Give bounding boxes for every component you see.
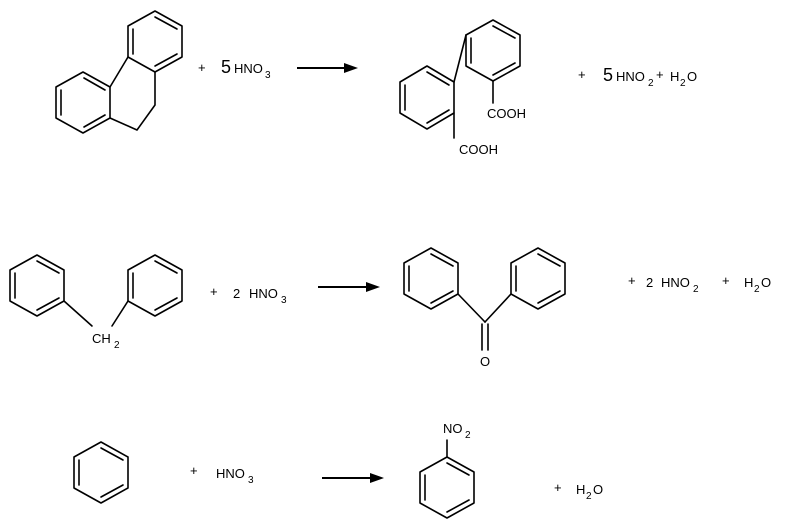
byproduct-coefficient: 5 (603, 65, 613, 85)
methylene-subscript: 2 (114, 340, 120, 351)
reagent-subscript: 3 (281, 295, 287, 306)
water-o: O (593, 482, 603, 497)
water-subscript: 2 (586, 491, 592, 502)
reagent-coefficient: 5 (221, 57, 231, 77)
dihydrophenanthrene-structure (55, 10, 183, 134)
plus-sign: + (656, 67, 664, 82)
reaction-1: + 5 HNO 3 COOH COOH + 5 HNO 2 + H (55, 10, 697, 157)
water-h: H (670, 69, 679, 84)
byproduct-formula: HNO (616, 69, 645, 84)
plus-sign: + (722, 273, 730, 288)
water-o: O (687, 69, 697, 84)
reaction-arrow (318, 282, 380, 292)
water-subscript: 2 (680, 78, 686, 89)
benzene-structure (73, 441, 129, 504)
reaction-arrow (322, 473, 384, 483)
plus-sign: + (628, 273, 636, 288)
benzophenone-structure (403, 247, 566, 351)
reagent-coefficient: 2 (233, 286, 240, 301)
reaction-2: CH 2 + 2 HNO 3 O + 2 HNO 2 + (9, 247, 771, 369)
reagent-formula: HNO (216, 466, 245, 481)
nitrobenzene-structure (419, 439, 475, 519)
water-h: H (744, 275, 753, 290)
reaction-arrow (297, 63, 358, 73)
reagent-formula: HNO (249, 286, 278, 301)
plus-sign: + (210, 284, 218, 299)
plus-sign: + (198, 60, 206, 75)
reagent-subscript: 3 (248, 475, 254, 486)
water-subscript: 2 (754, 284, 760, 295)
diphenylmethane-structure (9, 254, 183, 327)
water-o: O (761, 275, 771, 290)
carbonyl-oxygen: O (480, 354, 490, 369)
byproduct-subscript: 2 (648, 78, 654, 89)
plus-sign: + (578, 67, 586, 82)
plus-sign: + (190, 463, 198, 478)
byproduct-formula: HNO (661, 275, 690, 290)
water-h: H (576, 482, 585, 497)
plus-sign: + (554, 480, 562, 495)
nitro-subscript: 2 (465, 430, 471, 441)
byproduct-coefficient: 2 (646, 275, 653, 290)
reagent-subscript: 3 (265, 70, 271, 81)
methylene-label: CH (92, 331, 111, 346)
carboxyl-label-lower: COOH (459, 142, 498, 157)
reaction-3: + HNO 3 NO 2 + H 2 O (73, 421, 603, 519)
reagent-formula: HNO (234, 61, 263, 76)
diphenic-acid-structure (399, 19, 521, 139)
carboxyl-label-upper: COOH (487, 106, 526, 121)
nitro-group: NO (443, 421, 463, 436)
byproduct-subscript: 2 (693, 284, 699, 295)
